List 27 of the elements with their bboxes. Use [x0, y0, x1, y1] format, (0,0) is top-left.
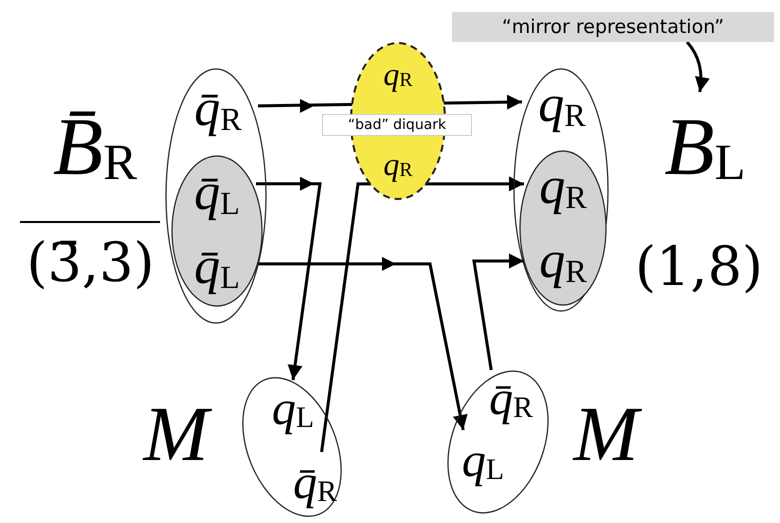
quark-symbol: q$_{R}$	[524, 156, 602, 218]
quark-symbol: q̄$_{R}$	[282, 452, 348, 514]
grouping-ellipse	[165, 68, 267, 324]
meson-symbol: M	[122, 388, 230, 480]
grouping-ellipse	[171, 155, 263, 307]
particle-symbol: B$_{L}$	[663, 100, 747, 194]
arrow	[256, 176, 322, 380]
tag-label: “bad” diquark	[322, 114, 472, 136]
quark-symbol: q̄$_{R}$	[478, 370, 544, 428]
quark-symbol: q̄$_{R}$	[178, 78, 258, 140]
callout-label: “mirror representation”	[452, 12, 774, 42]
arrow	[472, 254, 524, 370]
representation-label: (3̄,3)	[25, 230, 156, 296]
quark-symbol: q̄$_{L}$	[178, 236, 256, 298]
quark-symbol: q$_{R}$	[524, 230, 602, 292]
quark-symbol: q$_{L}$	[450, 430, 516, 492]
arrow	[686, 41, 710, 92]
quark-symbol: q$_{R}$	[522, 74, 602, 136]
quark-symbol: q̄$_{L}$	[178, 162, 256, 224]
meson-symbol: M	[552, 388, 660, 480]
arrow	[256, 256, 468, 430]
quark-symbol: q$_{L}$	[260, 380, 326, 438]
arrow	[320, 176, 524, 452]
particle-symbol: B̄$_{R}$	[52, 100, 138, 194]
representation-label: (1,8)	[634, 234, 764, 300]
grouping-ellipse	[519, 150, 607, 306]
grouping-ellipse	[513, 68, 609, 312]
